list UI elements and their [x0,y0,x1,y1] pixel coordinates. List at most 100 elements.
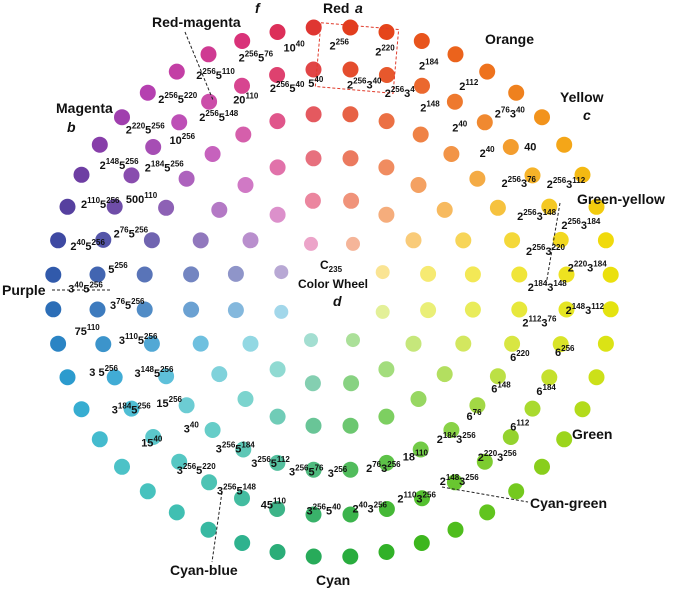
color-dot-32 [436,366,453,383]
dot-label-50: 3405256 [68,281,103,296]
color-dot-143 [342,548,359,565]
dot-labels: 2256225634022202256342184214821122402763… [68,38,607,518]
color-dot-123 [447,46,464,63]
leader-green-yellow [545,202,561,286]
color-dot-39 [211,366,228,383]
color-dot-147 [200,521,217,538]
color-dot-0 [346,236,360,251]
color-dot-120 [342,19,359,36]
color-dot-91 [552,336,569,353]
color-dot-160 [91,136,108,153]
color-dot-92 [541,369,558,386]
color-dot-110 [89,266,106,283]
color-dot-137 [534,458,550,475]
dot-label-48: 75110 [75,323,101,338]
dot-label-56: 21485256 [100,157,140,172]
color-dot-109 [89,301,106,318]
region-cyan-blue: Cyan-blue [170,562,238,578]
color-dot-69 [158,368,175,385]
color-dot-131 [602,266,619,283]
color-dot-132 [602,301,619,318]
color-dot-152 [73,401,90,418]
dot-label-44: 31845256 [112,401,152,416]
region-cyan: Cyan [316,572,350,588]
color-dot-79 [305,106,322,123]
color-dot-29 [464,266,481,283]
dot-label-39: 32565184 [216,441,256,456]
color-dot-48 [342,106,359,123]
color-dot-64 [305,461,322,478]
color-dot-19 [227,302,244,319]
color-dot-134 [588,369,605,386]
color-dot-53 [489,199,506,216]
color-dot-84 [476,114,493,131]
dot-label-32: 2403256 [353,500,388,515]
color-dot-78 [269,113,286,130]
color-dot-15 [343,375,360,392]
color-dot-59 [469,397,486,414]
color-dot-38 [237,391,254,407]
region-purple: Purple [2,282,46,298]
color-dot-140 [447,521,464,538]
color-dot-35 [342,417,359,434]
leader-lines [52,22,561,563]
color-dot-54 [504,232,521,249]
dot-label-17: 21843148 [528,279,568,294]
dot-label-45: 31485256 [135,365,175,380]
dot-label-7: 240 [452,120,468,135]
dot-label-35: 3256576 [289,463,324,478]
color-dot-34 [378,408,395,425]
color-dot-150 [114,458,130,475]
dot-label-55: 500110 [126,191,158,206]
color-dot-162 [139,84,156,101]
color-dot-3 [346,333,360,348]
color-dot-80 [342,61,359,78]
color-dot-167 [305,19,322,36]
color-dot-107 [106,369,123,386]
dot-label-23: 6148 [491,380,511,395]
color-dot-149 [139,483,156,500]
dot-label-27: 21843256 [437,431,477,446]
dot-label-40: 32565220 [177,462,217,477]
color-dot-111 [95,231,112,248]
dot-label-42: 1540 [141,434,163,449]
color-dot-23 [304,192,321,209]
color-dot-98 [378,501,395,517]
color-dot-76 [204,146,221,162]
dot-label-43: 15256 [156,395,182,410]
color-dot-103 [201,474,218,491]
color-dot-101 [269,501,286,517]
color-dot-108 [95,336,112,353]
region-red-magenta: Red-magenta [152,14,241,30]
color-dot-62 [378,454,395,471]
dot-label-37: 32565112 [251,455,290,470]
color-dot-41 [183,301,200,318]
color-dot-90 [558,301,575,318]
dot-label-64: 2256576 [239,50,274,65]
color-dot-156 [45,266,62,283]
color-dot-10 [405,232,422,249]
color-dot-16 [304,375,321,392]
center-symbol: C235 [320,258,343,274]
color-dot-75 [178,170,195,187]
panel-letter-c: c [583,107,591,123]
color-dots [45,19,619,565]
dot-label-28: 21483256 [440,473,480,488]
color-dot-12 [420,302,437,319]
panel-letter-f: f [255,0,261,16]
color-dot-44 [211,201,228,218]
color-dot-114 [145,139,162,155]
color-dot-144 [305,548,322,565]
color-dot-166 [269,24,286,40]
color-dot-11 [420,265,437,282]
dot-label-13: 22563148 [517,208,557,223]
dot-label-25: 676 [467,408,483,423]
dot-label-38: 32565148 [217,483,257,498]
leader-cyan-green [441,486,529,503]
dot-label-20: 6256 [555,344,575,359]
color-dot-43 [192,232,209,249]
color-dot-9 [378,206,395,223]
color-dot-71 [136,301,153,318]
color-dot-6 [274,265,289,280]
